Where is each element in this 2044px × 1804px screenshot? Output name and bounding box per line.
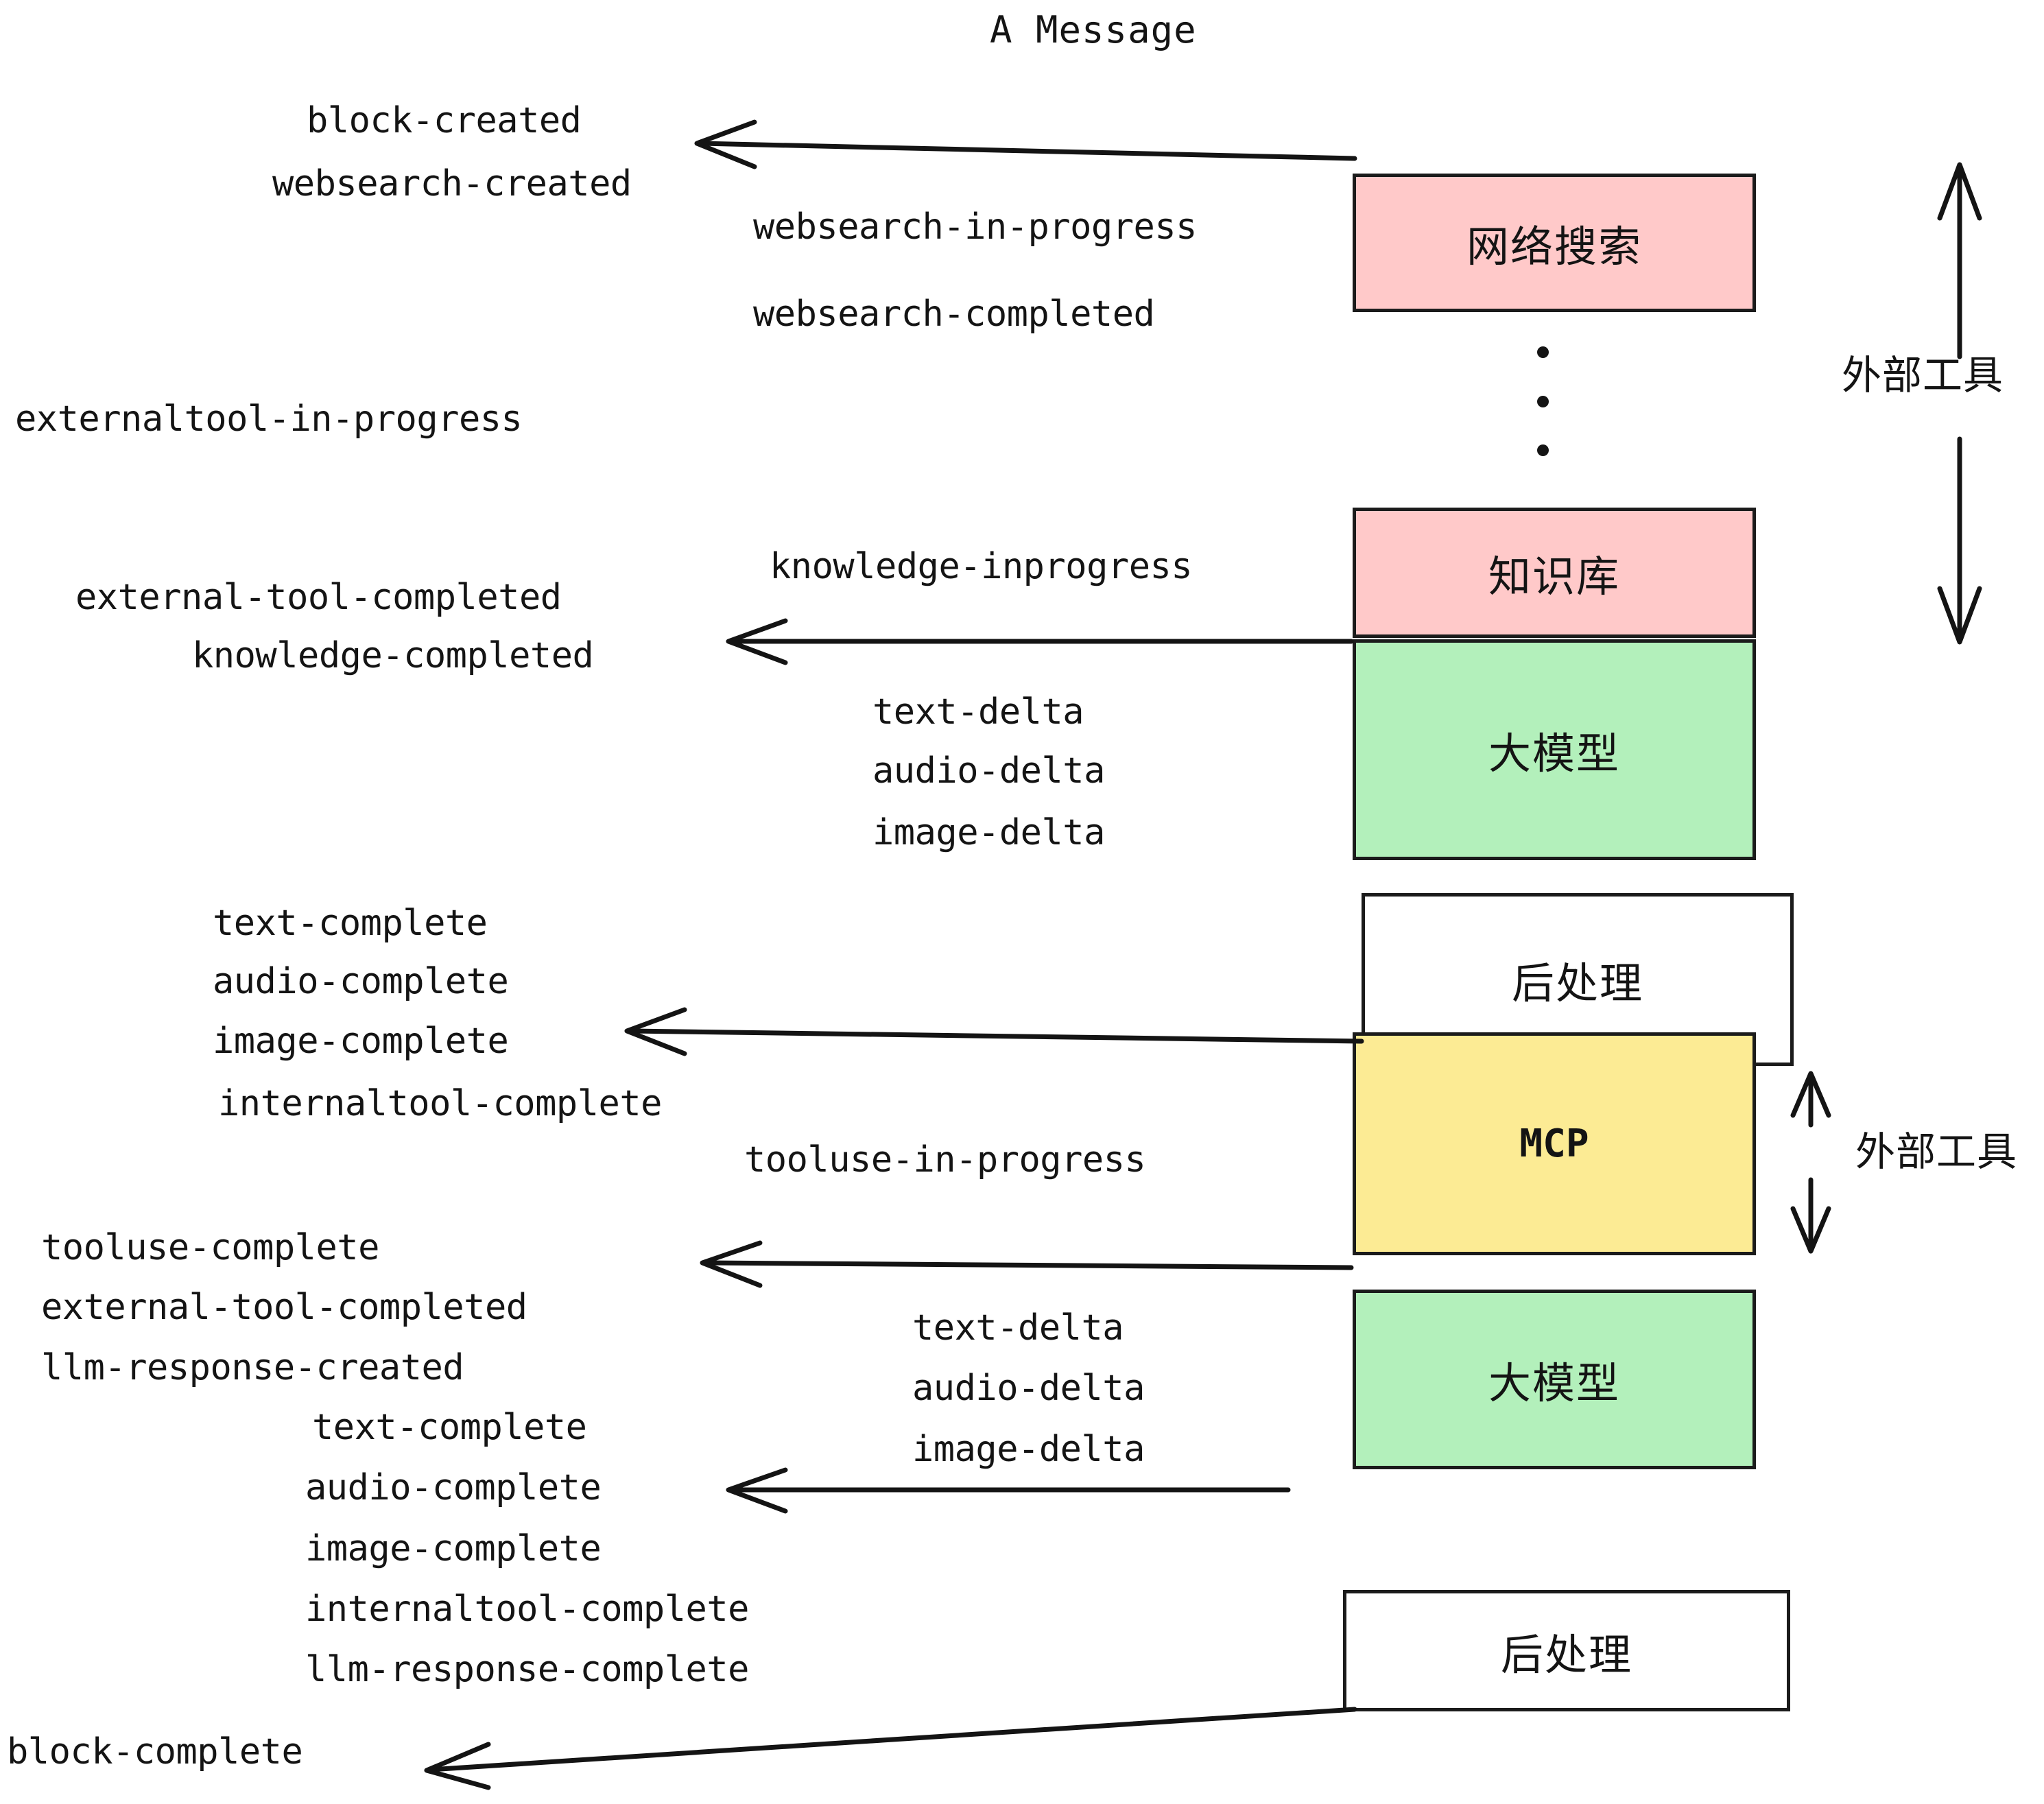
process-box-knowledge[interactable]: 知识库 xyxy=(1353,508,1756,638)
event-label-text-complete: text-complete xyxy=(213,903,488,944)
process-box-label: 知识库 xyxy=(1488,551,1620,602)
arrow-postprocess2-to-block-complete xyxy=(424,1707,1357,1790)
arrow-websearch-to-block-created xyxy=(694,119,1357,169)
process-box-mcp[interactable]: MCP xyxy=(1353,1032,1756,1255)
event-label-llm-response-created: llm-response-created xyxy=(41,1347,464,1388)
event-label-image-complete: image-complete xyxy=(213,1021,509,1062)
process-box-websearch[interactable]: 网络搜索 xyxy=(1353,174,1756,312)
event-label-external-tool-completed: external-tool-completed xyxy=(75,577,562,618)
process-box-label: 后处理 xyxy=(1511,958,1643,1008)
arrow-mcp-to-tooluse-complete xyxy=(700,1240,1354,1288)
arrow-knowledge-to-knowledge-completed xyxy=(726,618,1354,665)
event-label-image-delta: image-delta xyxy=(872,812,1105,853)
process-box-label: 后处理 xyxy=(1500,1629,1632,1680)
event-label-tooluse-complete: tooluse-complete xyxy=(41,1227,379,1268)
event-label-audio-complete-2: audio-complete xyxy=(305,1467,602,1508)
process-box-llm-2[interactable]: 大模型 xyxy=(1353,1290,1756,1469)
event-label-websearch-in-progress: websearch-in-progress xyxy=(753,206,1197,248)
event-label-audio-delta-2: audio-delta xyxy=(912,1368,1145,1409)
vertical-ellipsis-icon xyxy=(1536,346,1549,456)
event-label-websearch-completed: websearch-completed xyxy=(753,294,1155,335)
group-label-external-tool-bottom: 外部工具 xyxy=(1855,1128,2018,1175)
event-label-knowledge-inprogress: knowledge-inprogress xyxy=(770,546,1193,587)
process-box-llm-1[interactable]: 大模型 xyxy=(1353,639,1756,860)
event-label-image-delta-2: image-delta xyxy=(912,1429,1145,1470)
process-box-label: 大模型 xyxy=(1488,1358,1620,1408)
process-box-label: 网络搜索 xyxy=(1466,222,1642,272)
event-label-audio-delta: audio-delta xyxy=(872,750,1105,792)
event-label-websearch-created: websearch-created xyxy=(272,163,632,204)
process-box-label: MCP xyxy=(1519,1121,1589,1166)
event-label-image-complete-2: image-complete xyxy=(305,1528,602,1569)
arrow-llm2-to-audio-complete xyxy=(726,1467,1291,1514)
arrow-llm1-to-image-complete xyxy=(624,1007,1364,1056)
event-label-audio-complete: audio-complete xyxy=(213,961,509,1002)
event-label-knowledge-completed: knowledge-completed xyxy=(192,635,594,676)
event-label-block-complete: block-complete xyxy=(7,1731,303,1772)
event-label-tooluse-in-progress: tooluse-in-progress xyxy=(744,1139,1146,1180)
process-box-postprocess-2[interactable]: 后处理 xyxy=(1343,1590,1790,1711)
event-label-llm-response-complete: llm-response-complete xyxy=(305,1649,749,1690)
event-label-external-tool-completed-2: external-tool-completed xyxy=(41,1287,527,1328)
event-label-internaltool-complete-2: internaltool-complete xyxy=(305,1589,749,1630)
diagram-title: A Message xyxy=(990,8,1197,51)
external-tool-range-arrow-bottom xyxy=(1790,1071,1831,1254)
event-label-block-created: block-created xyxy=(307,100,582,141)
group-label-external-tool-top: 外部工具 xyxy=(1842,352,2004,399)
external-tool-range-arrow-top xyxy=(1937,162,1982,645)
event-label-text-delta-2: text-delta xyxy=(912,1307,1124,1349)
event-label-externaltool-in-progress: externaltool-in-progress xyxy=(15,399,523,440)
event-label-internaltool-complete: internaltool-complete xyxy=(218,1083,662,1124)
event-label-text-delta: text-delta xyxy=(872,691,1084,733)
process-box-label: 大模型 xyxy=(1488,728,1620,779)
event-label-text-complete-2: text-complete xyxy=(312,1407,587,1448)
